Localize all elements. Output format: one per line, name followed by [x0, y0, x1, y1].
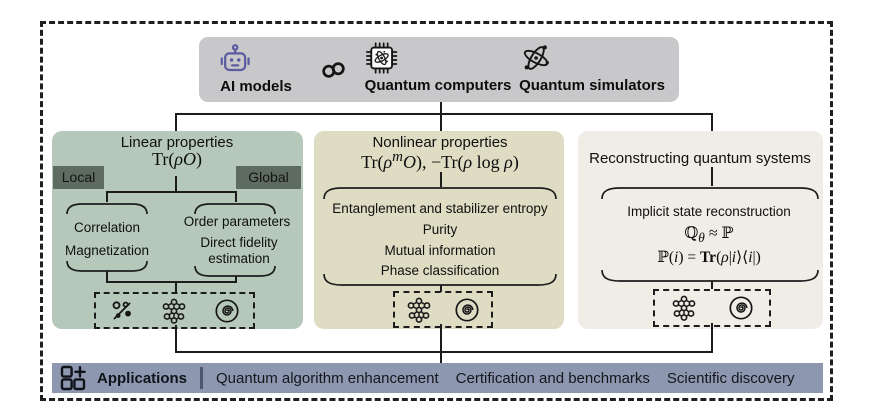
application-item: Scientific discovery: [666, 369, 795, 387]
connector-line: [711, 323, 713, 352]
connector-line: [711, 281, 713, 289]
connector-line: [106, 281, 237, 283]
connector-line: [440, 102, 442, 115]
spiral-icon: [214, 298, 239, 323]
panel-formula: ℚθ ≈ ℙ: [684, 225, 734, 246]
panel-nonlinear-properties: [314, 131, 564, 329]
panel-reconstructing-quantum-systems: [578, 131, 823, 329]
connector-line: [440, 351, 442, 364]
applications-icon: [60, 365, 86, 391]
panel-formula: Tr(ρO): [152, 149, 202, 169]
figure-border: [40, 21, 833, 401]
branch-item: Mutual information: [384, 243, 496, 258]
connector-line: [175, 281, 177, 293]
ai-methods-box: [94, 292, 255, 329]
connector-line: [175, 176, 177, 193]
panel-title: Reconstructing quantum systems: [589, 150, 811, 167]
connector-line: [440, 172, 442, 187]
panel-linear-properties: [52, 131, 303, 329]
panel-title: Nonlinear properties: [372, 134, 508, 151]
network-icon: [162, 298, 185, 324]
panel-formula: ℙ(i) = Tr(ρ|i⟩⟨i|): [657, 249, 761, 266]
applications-bar: Applications Quantum algorithm enhanceme…: [52, 363, 823, 393]
connector-line: [106, 191, 237, 193]
applications-label: Applications: [97, 369, 188, 387]
top-bar-group-ai-models: AI models: [220, 44, 292, 95]
sampling-icon: [112, 300, 131, 319]
ai-models-label: AI models: [220, 78, 292, 95]
quantum-computers-label: Quantum computers: [364, 77, 512, 94]
network-icon: [407, 297, 431, 323]
connector-line: [175, 113, 713, 115]
connector-line: [175, 351, 713, 353]
branch-item: Correlation: [73, 220, 141, 235]
spiral-icon: [455, 297, 479, 322]
top-bar: AI models: [199, 37, 679, 102]
brace-bottom: [601, 269, 819, 282]
brace-top: [601, 187, 819, 200]
connector-line: [175, 113, 177, 132]
applications-items: Quantum algorithm enhancement Certificat…: [216, 370, 794, 387]
chip-icon: [366, 42, 398, 74]
panel-title: Linear properties: [120, 134, 234, 151]
top-bar-group-quantum-simulators: Quantum simulators: [519, 41, 665, 94]
connector-line: [711, 167, 713, 186]
atom-icon: [523, 45, 549, 70]
branch-item: Direct fidelity estimation: [200, 235, 278, 266]
branch-item: Implicit state reconstruction: [627, 204, 791, 219]
brace-top: [323, 187, 557, 200]
panel-formula: Tr(ρmO), −Tr(ρ log ρ): [361, 149, 519, 172]
connector-line: [440, 324, 442, 352]
tag-local: Local: [53, 166, 104, 189]
chain-link-icon: [320, 59, 347, 81]
connector-line: [440, 285, 442, 292]
brace-top: [194, 203, 276, 215]
connector-line: [235, 191, 237, 202]
branch-item: Phase classification: [380, 263, 500, 278]
brace-top: [66, 203, 148, 215]
branch-item: Purity: [422, 222, 458, 237]
quantum-simulators-label: Quantum simulators: [519, 77, 665, 94]
branch-item: Magnetization: [64, 243, 150, 258]
ai-methods-box: [653, 289, 771, 327]
network-icon: [672, 295, 695, 321]
connector-line: [440, 113, 442, 132]
connector-line: [106, 271, 108, 283]
spiral-icon: [728, 296, 753, 320]
connector-line: [106, 191, 108, 202]
application-item: Quantum algorithm enhancement: [216, 369, 439, 387]
robot-icon: [220, 44, 250, 72]
branch-item: Order parameters: [183, 214, 291, 229]
branch-item: Entanglement and stabilizer entropy: [332, 201, 548, 216]
ai-methods-box: [393, 291, 493, 328]
top-bar-group-quantum-computers: Quantum computers: [364, 41, 512, 94]
applications-divider: [200, 367, 204, 389]
application-item: Certification and benchmarks: [455, 369, 650, 387]
connector-line: [235, 276, 237, 283]
tag-global: Global: [236, 166, 301, 189]
connector-line: [175, 325, 177, 352]
connector-line: [711, 113, 713, 132]
